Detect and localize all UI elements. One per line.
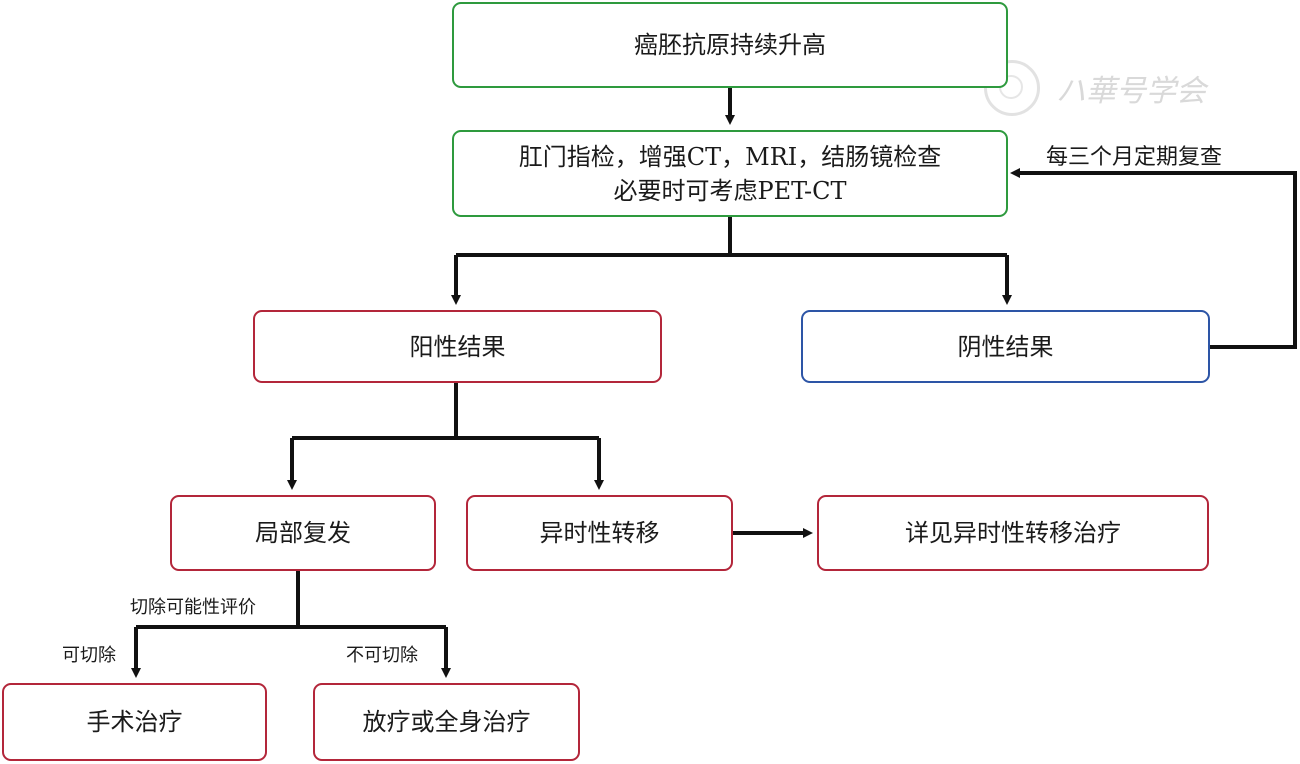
node-see-treatment-label: 详见异时性转移治疗 bbox=[905, 519, 1121, 547]
watermark-text: ハ華号学会 bbox=[1056, 74, 1206, 109]
arrow-negative-loop bbox=[1010, 168, 1297, 349]
node-exams: 肛门指检，增强CT，MRI，结肠镜检查 必要时可考虑PET-CT bbox=[452, 130, 1008, 217]
node-radio-systemic: 放疗或全身治疗 bbox=[313, 683, 580, 761]
label-unresectable: 不可切除 bbox=[346, 645, 418, 666]
label-resectability-evaluation: 切除可能性评价 bbox=[130, 597, 256, 618]
node-negative-label: 阴性结果 bbox=[957, 332, 1054, 361]
watermark: ハ華号学会 bbox=[984, 60, 1206, 116]
node-local-recurrence-label: 局部复发 bbox=[255, 519, 351, 547]
node-surgery: 手术治疗 bbox=[2, 683, 267, 761]
node-metastasis-label: 异时性转移 bbox=[539, 519, 660, 547]
node-see-metastasis-treatment: 详见异时性转移治疗 bbox=[817, 495, 1209, 571]
node-metachronous-metastasis: 异时性转移 bbox=[466, 495, 733, 571]
node-radio-systemic-label: 放疗或全身治疗 bbox=[362, 708, 531, 736]
node-positive-label: 阳性结果 bbox=[409, 332, 506, 361]
node-exams-line1: 肛门指检，增强CT，MRI，结肠镜检查 bbox=[518, 142, 942, 171]
node-cea-rise: 癌胚抗原持续升高 bbox=[452, 2, 1008, 88]
node-cea-rise-label: 癌胚抗原持续升高 bbox=[634, 31, 826, 59]
node-positive: 阳性结果 bbox=[253, 310, 662, 383]
node-negative: 阴性结果 bbox=[801, 310, 1210, 383]
label-resectable: 可切除 bbox=[62, 645, 116, 666]
node-exams-line2: 必要时可考虑PET-CT bbox=[613, 176, 847, 205]
node-local-recurrence: 局部复发 bbox=[170, 495, 436, 571]
label-recheck-every-three-months: 每三个月定期复查 bbox=[1046, 145, 1223, 170]
node-surgery-label: 手术治疗 bbox=[86, 708, 183, 736]
